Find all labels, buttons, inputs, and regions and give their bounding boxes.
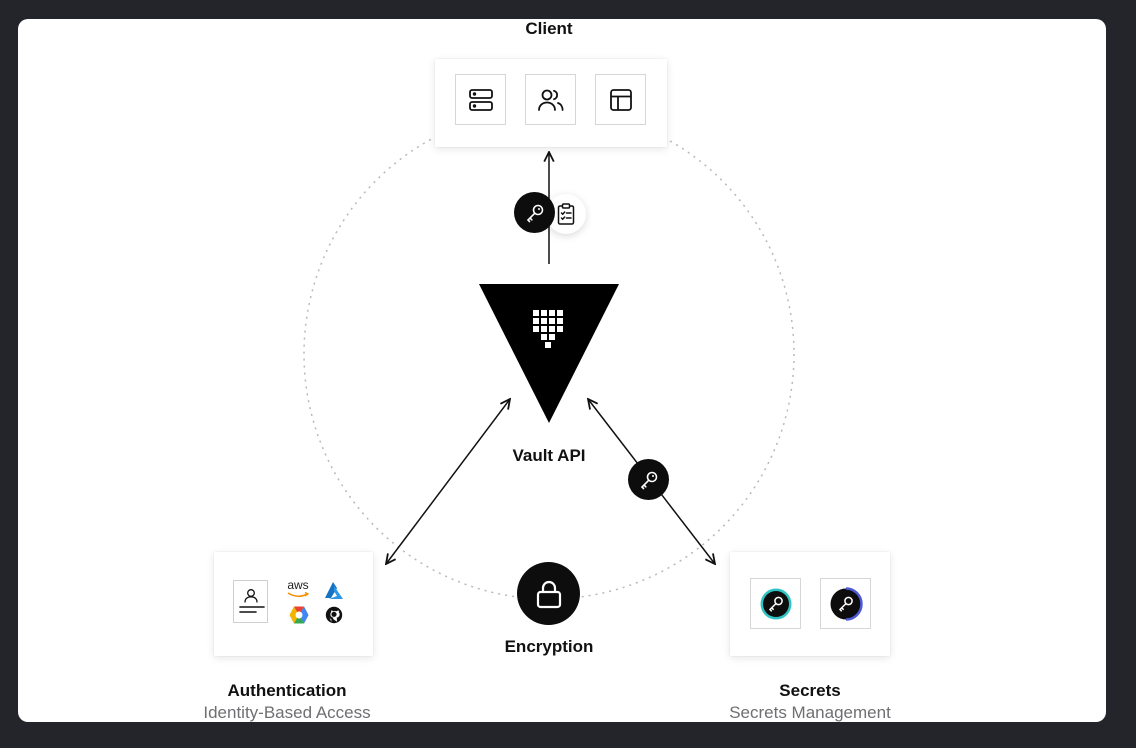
clipboard-icon <box>557 203 575 225</box>
user-card-icon <box>239 589 265 613</box>
users-icon <box>537 89 563 111</box>
client-card <box>435 59 667 147</box>
secrets-sublabel: Secrets Management <box>729 703 891 722</box>
secrets-key-badge <box>628 459 669 500</box>
client-key-badge <box>514 192 555 233</box>
lock-icon <box>536 580 561 608</box>
client-tile-server <box>455 74 506 125</box>
encryption-label: Encryption <box>504 637 594 656</box>
client-tile-users <box>525 74 576 125</box>
client-tile-layout <box>595 74 646 125</box>
key-icon <box>640 471 657 489</box>
auth-label: Authentication <box>227 681 347 700</box>
secrets-label: Secrets <box>779 681 841 700</box>
azure-icon <box>325 582 343 599</box>
auth-sublabel: Identity-Based Access <box>203 703 371 722</box>
github-icon <box>325 606 343 624</box>
key-icon <box>526 204 543 222</box>
encryption-node <box>517 562 580 625</box>
user-card-tile <box>233 580 268 623</box>
dotted-ring <box>303 108 795 600</box>
client-label: Client <box>525 19 573 38</box>
vault-label: Vault API <box>512 446 586 465</box>
secrets-card <box>730 552 890 656</box>
auth-card: aws <box>214 552 373 656</box>
aws-icon: aws <box>284 579 312 601</box>
key-icon <box>760 588 791 619</box>
diagram-panel: Client <box>18 19 1106 722</box>
vault-logo-icon <box>479 284 619 423</box>
auth-arrow <box>386 399 510 564</box>
aws-text: aws <box>287 578 309 592</box>
layout-icon <box>609 88 632 111</box>
gcp-icon <box>289 606 309 624</box>
key-icon <box>830 586 863 621</box>
secret-tile-2 <box>820 578 871 629</box>
secret-tile-1 <box>750 578 801 629</box>
server-icon <box>468 88 493 111</box>
